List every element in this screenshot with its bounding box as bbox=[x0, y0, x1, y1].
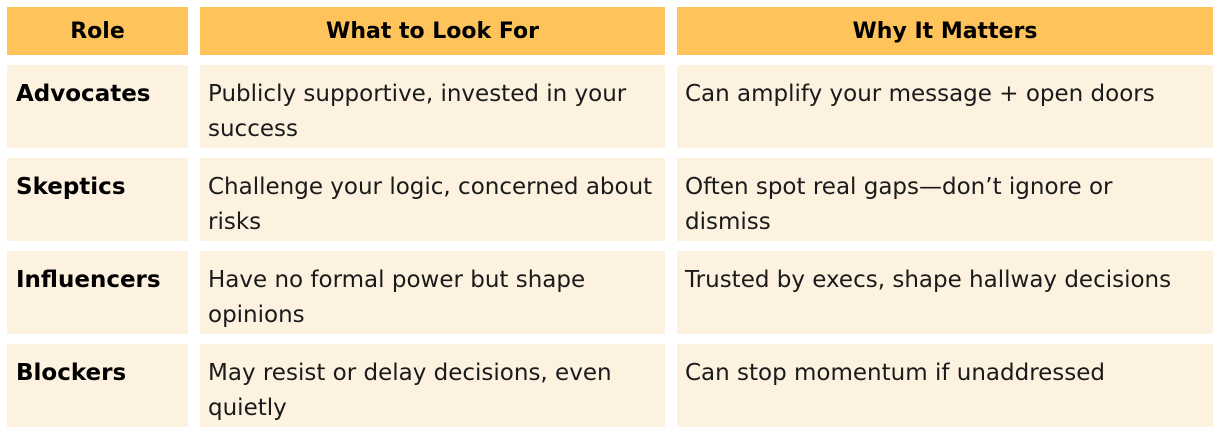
stakeholder-roles-table: Role What to Look For Why It Matters Adv… bbox=[7, 7, 1213, 427]
row-skeptics-what: Challenge your logic, concerned about ri… bbox=[200, 158, 665, 241]
row-blockers-role: Blockers bbox=[7, 344, 188, 427]
row-skeptics-why: Often spot real gaps—don’t ignore or dis… bbox=[677, 158, 1213, 241]
row-advocates-what: Publicly supportive, invested in your su… bbox=[200, 65, 665, 148]
row-advocates-role: Advocates bbox=[7, 65, 188, 148]
row-influencers-what: Have no formal power but shape opinions bbox=[200, 251, 665, 334]
row-influencers-why: Trusted by execs, shape hallway decision… bbox=[677, 251, 1213, 334]
row-advocates-why: Can amplify your message + open doors bbox=[677, 65, 1213, 148]
row-skeptics-role: Skeptics bbox=[7, 158, 188, 241]
row-influencers-role: Influencers bbox=[7, 251, 188, 334]
header-role: Role bbox=[7, 7, 188, 55]
row-blockers-what: May resist or delay decisions, even quie… bbox=[200, 344, 665, 427]
header-why-it-matters: Why It Matters bbox=[677, 7, 1213, 55]
header-what-to-look-for: What to Look For bbox=[200, 7, 665, 55]
row-blockers-why: Can stop momentum if unaddressed bbox=[677, 344, 1213, 427]
